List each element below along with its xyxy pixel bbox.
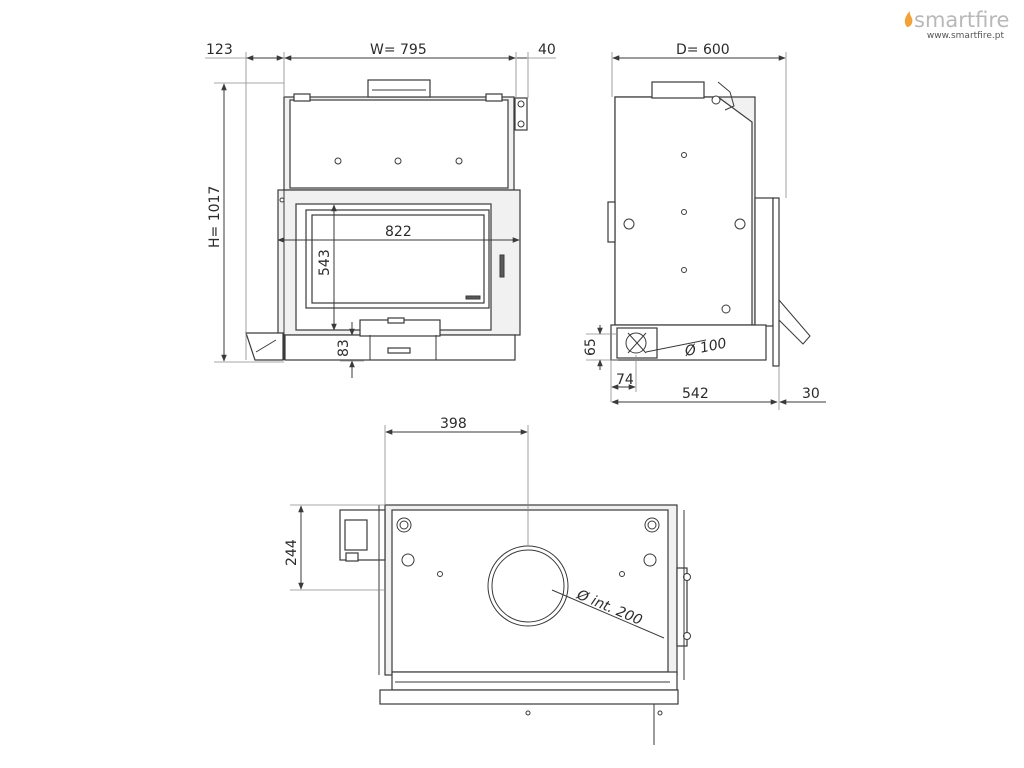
dim-right-offset: 40 [538, 42, 556, 58]
dim-opening-height: 543 [317, 249, 333, 276]
dim-width: W= 795 [370, 42, 427, 58]
top-view: 398 244 Ø int. 200 [284, 416, 691, 745]
brand-url: www.smartfire.pt [927, 31, 1005, 41]
dim-flue-offset: 398 [440, 416, 467, 432]
dim-height: H= 1017 [207, 186, 223, 248]
front-view: 123 W= 795 40 H= 1017 822 543 83 [205, 42, 556, 378]
dim-opening-width: 822 [385, 224, 412, 240]
brand-name: smartfire [914, 8, 1009, 32]
dim-depth: D= 600 [676, 42, 730, 58]
dim-base-height: 83 [336, 339, 352, 357]
dim-rear-offset: 244 [284, 539, 300, 566]
dim-left-offset: 123 [206, 42, 233, 58]
dim-inlet-height: 65 [583, 338, 599, 356]
dim-inlet-offset: 74 [616, 372, 634, 388]
dim-front-offset: 30 [802, 386, 820, 402]
flame-icon [904, 11, 913, 27]
side-view: D= 600 65 74 Ø 100 542 30 [583, 42, 826, 410]
dim-body-depth: 542 [682, 386, 709, 402]
brand-logo: smartfire www.smartfire.pt [904, 8, 1009, 41]
